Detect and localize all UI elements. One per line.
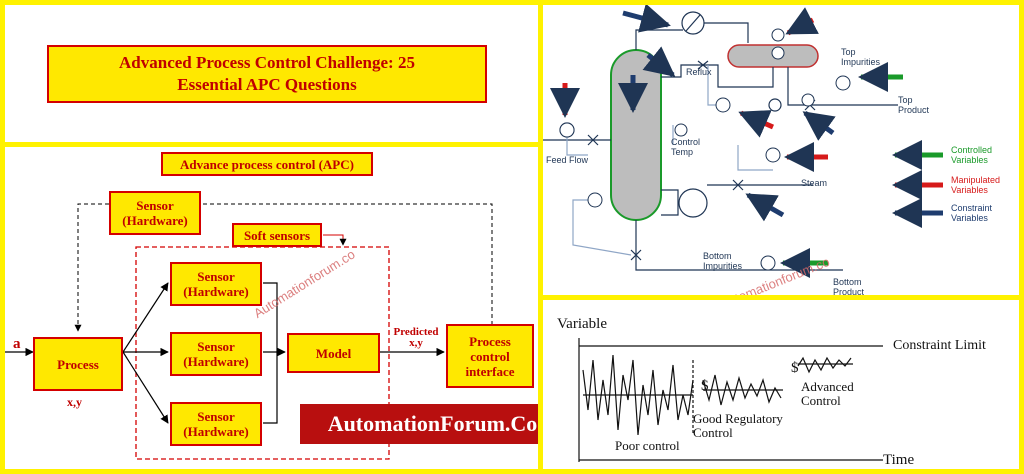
- predicted-label: Predicted x,y: [393, 326, 439, 349]
- title-line-1: Advanced Process Control Challenge: 25: [119, 53, 415, 72]
- constraint-arrow-2: [642, 46, 676, 77]
- page-title: Advanced Process Control Challenge: 25 E…: [47, 45, 487, 103]
- automationforum-banner: AutomationForum.Co: [300, 404, 538, 444]
- manipulated-arrow-3: [738, 110, 775, 138]
- title-line-2: Essential APC Questions: [177, 75, 357, 94]
- pid-diagram-panel: Reflux Top Impurities Top Product Feed F…: [543, 5, 1019, 295]
- control-performance-panel: Variable Time Constraint Limit Poor cont…: [543, 300, 1019, 469]
- poor-control-label: Poor control: [615, 438, 680, 453]
- sensor-top-box: Sensor (Hardware): [109, 191, 201, 235]
- advanced-control-trace: [797, 356, 852, 374]
- top-product-label: Top Product: [898, 95, 930, 115]
- bottom-impurities-label: Bottom Impurities: [703, 251, 743, 271]
- model-box: Model: [287, 333, 380, 373]
- legend-controlled: Controlled Variables: [951, 145, 993, 165]
- process-control-interface-box: Process control interface: [446, 324, 534, 388]
- legend-manipulated: Manipulated Variables: [951, 175, 1001, 195]
- sensor-box-1: Sensor (Hardware): [170, 262, 262, 306]
- sensor-box-3: Sensor (Hardware): [170, 402, 262, 446]
- control-performance-plot: [578, 338, 883, 462]
- dollar-sign-1: $: [701, 378, 709, 394]
- manipulated-arrow-1: [785, 7, 819, 36]
- y-axis-label: Variable: [557, 316, 607, 332]
- constraint-limit-label: Constraint Limit: [893, 338, 986, 353]
- input-label: a: [13, 336, 21, 352]
- apc-connectors: [5, 203, 493, 460]
- feed-flow-label: Feed Flow: [546, 155, 589, 165]
- distillation-column: [610, 49, 662, 221]
- dollar-sign-2: $: [791, 360, 799, 376]
- good-control-trace: [702, 374, 782, 406]
- poor-control-trace: [582, 354, 694, 436]
- soft-sensors-label: Soft sensors: [232, 223, 322, 247]
- sensor-box-2: Sensor (Hardware): [170, 332, 262, 376]
- reflux-label: Reflux: [686, 67, 712, 77]
- pid-drawing: [543, 5, 943, 278]
- bottom-product-label: Bottom Product: [833, 277, 865, 295]
- output-label: x,y: [67, 395, 82, 409]
- soft-sensor-region: [135, 246, 390, 460]
- legend-constraint: Constraint Variables: [951, 203, 993, 223]
- control-temp-label: Control Temp: [671, 137, 701, 157]
- apc-diagram-panel: Advance process control (APC) Sensor (Ha…: [5, 147, 538, 469]
- constraint-arrow-1: [622, 5, 671, 33]
- constraint-arrow-5: [745, 192, 785, 222]
- good-control-label: Good Regulatory Control: [693, 411, 783, 440]
- advanced-control-label: Advanced Control: [801, 379, 854, 408]
- process-box: Process: [33, 337, 123, 391]
- top-impurities-label: Top Impurities: [841, 47, 881, 67]
- x-axis-label: Time: [883, 452, 915, 468]
- apc-header: Advance process control (APC): [161, 152, 373, 176]
- constraint-arrow-4: [802, 110, 836, 141]
- steam-label: Steam: [801, 178, 828, 188]
- feedback-dashed-line: [74, 203, 493, 332]
- title-panel: Advanced Process Control Challenge: 25 E…: [5, 5, 538, 142]
